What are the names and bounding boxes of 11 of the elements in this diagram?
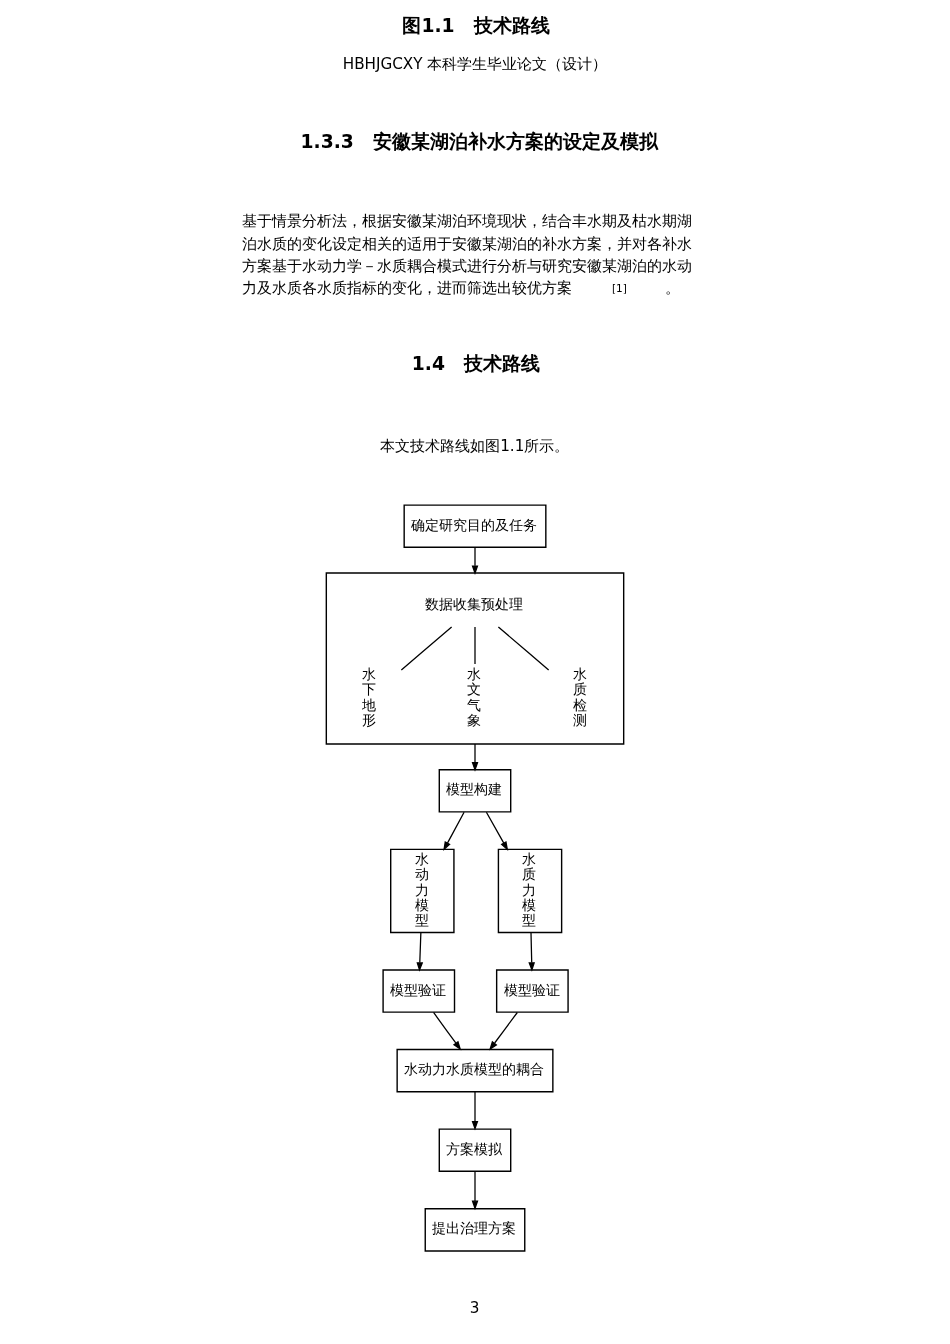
label: 基于情景分析法，根据安徽某湖泊环境现状，结合丰水期及枯水期湖泊水质的变化设定相关的适用于安徽某湖泊的补水方案，并对各补水方案基于水动力学－水质耦合模式进行分析与研究安徽某湖泊的水动力及水质各水质指标的变化，进而筛选出较优方案[1]。 [242, 212, 693, 298]
label: 本文技术路线如图1.1所示。 [380, 436, 570, 455]
node-text: 数据收集预处理 [425, 596, 524, 613]
label: 1.4 技术路线 [411, 353, 540, 375]
label: HBHJGCXY 本科学生毕业论文（设计） [342, 54, 608, 73]
node-text: 水质检测 [572, 666, 587, 728]
label: 3 [469, 1299, 480, 1318]
label: 1.3.3 安徽某湖泊补水方案的设定及模拟 [300, 130, 658, 152]
diagram-title: 图1.1 技术路线 [402, 14, 550, 36]
node-text: 水文气象 [467, 666, 482, 728]
node-text: 水下地形 [362, 666, 377, 728]
